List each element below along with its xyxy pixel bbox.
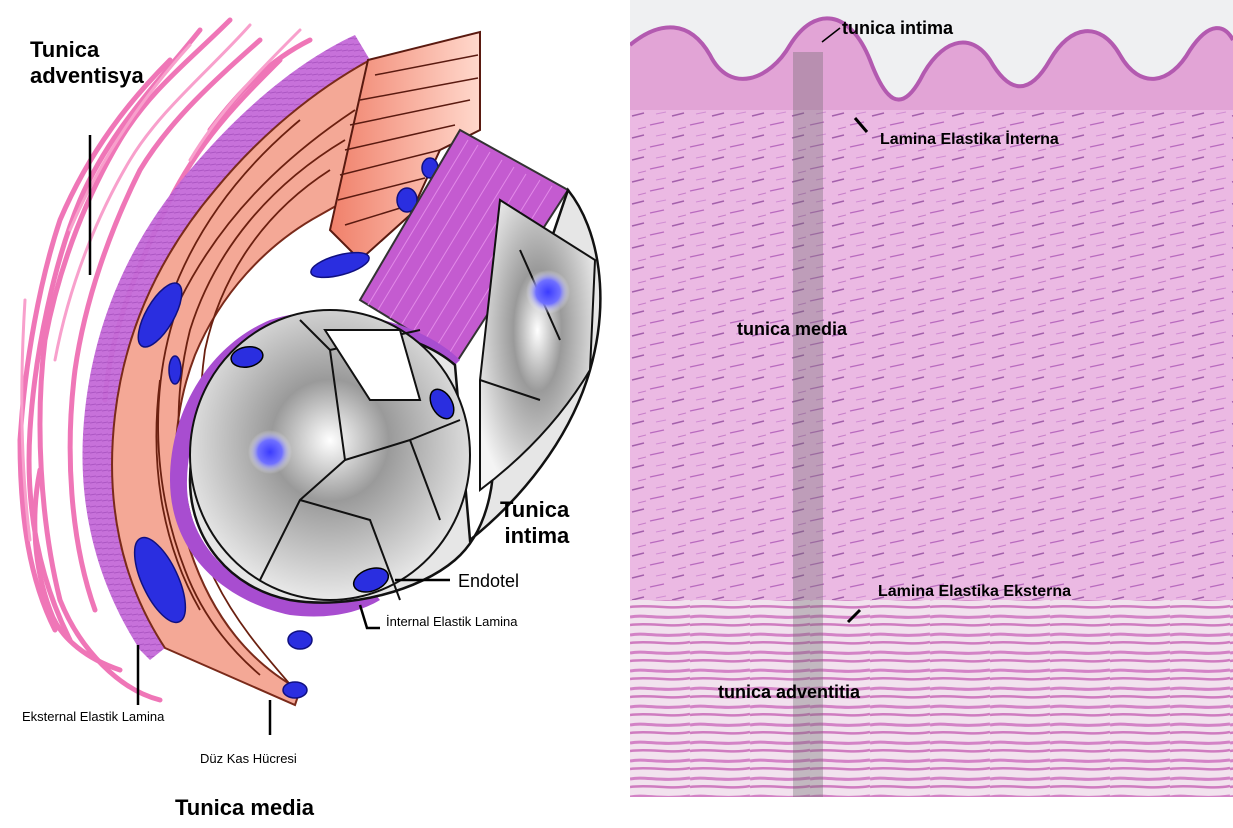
artery-wall-schematic: Tunica adventisya Tunica intima Endotel …: [0, 0, 610, 828]
label-tunica-media: Tunica media: [175, 795, 314, 821]
label-tunica-intima-micro: tunica intima: [842, 18, 953, 39]
label-internal-elastik-lamina: İnternal Elastik Lamina: [386, 614, 518, 629]
label-tunica-adventitia-micro: tunica adventitia: [718, 682, 860, 703]
label-lamina-elastika-interna: Lamina Elastika İnterna: [880, 131, 1059, 149]
label-lamina-elastika-eksterna: Lamina Elastika Eksterna: [878, 583, 1071, 601]
label-eksternal-elastik-lamina: Eksternal Elastik Lamina: [22, 709, 164, 724]
label-duz-kas-hucresi: Düz Kas Hücresi: [200, 751, 297, 766]
micrograph-image: [630, 0, 1233, 797]
nucleus-glow: [248, 430, 292, 474]
label-tunica-media-micro: tunica media: [737, 319, 847, 340]
histology-micrograph: tunica intima Lamina Elastika İnterna tu…: [630, 0, 1233, 797]
schematic-drawing: [0, 0, 610, 828]
label-endotel: Endotel: [458, 571, 519, 592]
label-tunica-intima: Tunica intima: [500, 497, 569, 549]
label-tunica-adventisya: Tunica adventisya: [30, 37, 144, 89]
